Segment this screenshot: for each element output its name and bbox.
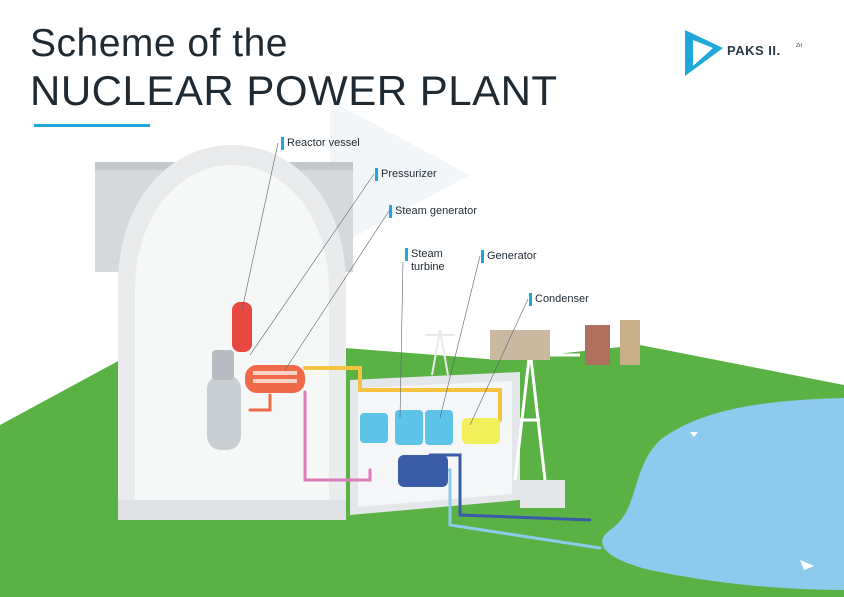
flow-arrow-icon [800,560,814,570]
label-marker [375,168,378,181]
label-condenser: Condenser [529,293,589,306]
page-title-line2: NUCLEAR POWER PLANT [30,67,558,114]
page-title-line1: Scheme of the [30,22,288,65]
transformer [520,480,565,508]
logo-text: PAKS II. [727,43,781,58]
label-marker [529,293,532,306]
label-reactor-vessel: Reactor vessel [281,137,360,150]
label-generator: Generator [481,250,537,263]
label-marker [405,248,408,261]
paks-logo-icon [685,30,723,76]
river [602,398,844,590]
generator [462,418,500,444]
containment-building [95,145,353,520]
label-marker [281,137,284,150]
pressurizer [232,302,252,352]
label-steam-turbine: Steam turbine [405,248,445,274]
label-marker [389,205,392,218]
steam-turbine [360,410,453,445]
label-marker [481,250,484,263]
logo-suffix: Zrt [796,43,803,49]
flow-arrow-icon [690,432,698,437]
label-steam-generator: Steam generator [389,205,477,218]
steam-generator [245,365,305,393]
reactor-vessel [207,350,241,450]
label-pressurizer: Pressurizer [375,168,437,181]
title-underline [34,124,150,127]
condenser [398,455,448,487]
